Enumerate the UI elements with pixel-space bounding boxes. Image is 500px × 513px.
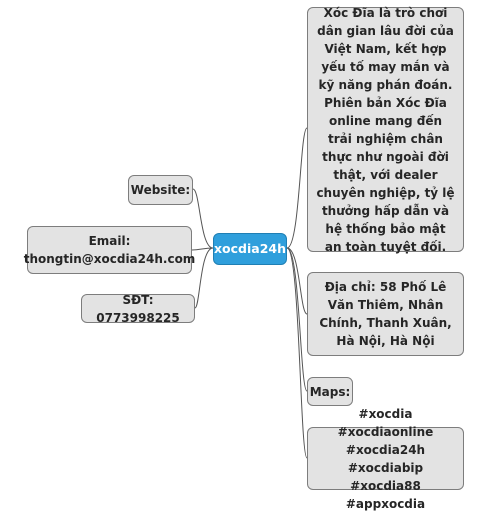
email-node[interactable]: Email: thongtin@xocdia24h.com xyxy=(24,226,195,274)
phone-label: SĐT: 0773998225 xyxy=(96,292,180,325)
maps-node[interactable]: Maps: xyxy=(307,377,353,406)
connector-lines xyxy=(191,127,308,459)
address-node[interactable]: Địa chỉ: 58 Phố Lê Văn Thiêm, Nhân Chính… xyxy=(307,272,464,356)
description-node[interactable]: Xóc Đĩa là trò chơi dân gian lâu đời của… xyxy=(307,6,464,254)
description-text: Xóc Đĩa là trò chơi dân gian lâu đời của… xyxy=(316,5,455,254)
mind-map: xocdia24h Website: Email: thongtin@xocdi… xyxy=(24,6,464,511)
link-center-maps xyxy=(286,247,308,392)
website-node[interactable]: Website: xyxy=(128,175,193,205)
link-center-hashtags xyxy=(286,247,308,459)
maps-label: Maps: xyxy=(309,384,351,399)
link-center-address xyxy=(286,247,308,315)
address-text: Địa chỉ: 58 Phố Lê Văn Thiêm, Nhân Chính… xyxy=(319,280,452,348)
link-center-website xyxy=(192,188,214,249)
email-label: Email: thongtin@xocdia24h.com xyxy=(23,234,196,266)
central-topic-label: xocdia24h xyxy=(213,241,287,256)
link-center-description xyxy=(286,127,308,249)
hashtags-text: #xocdia #xocdiaonline #xocdia24h #xocdia… xyxy=(337,406,434,511)
link-center-phone xyxy=(194,247,214,309)
phone-node[interactable]: SĐT: 0773998225 xyxy=(81,293,195,325)
website-label: Website: xyxy=(130,183,191,197)
hashtags-node[interactable]: #xocdia #xocdiaonline #xocdia24h #xocdia… xyxy=(307,407,464,511)
central-topic[interactable]: xocdia24h xyxy=(213,233,287,265)
